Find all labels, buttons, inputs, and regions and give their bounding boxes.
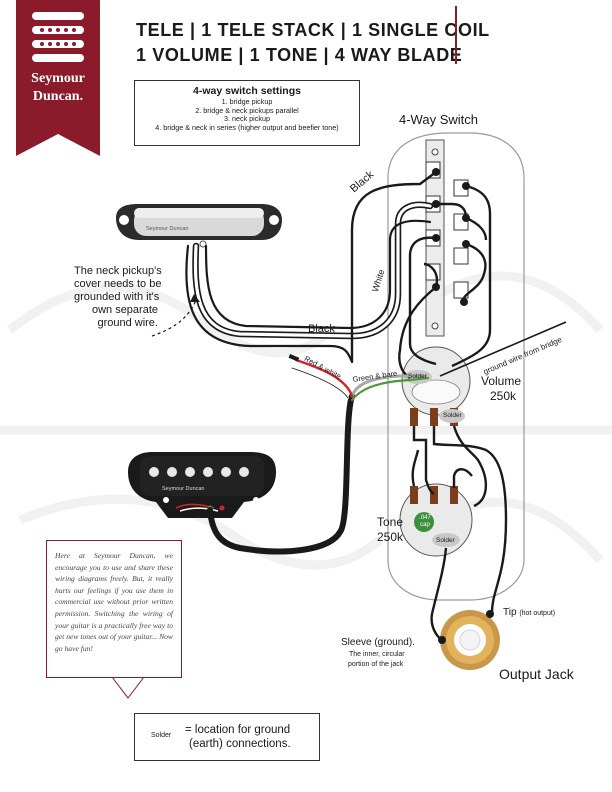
switch-settings-box: 4-way switch settings 1. bridge pickup 2… — [134, 80, 360, 146]
neck-note-line: grounded with it's — [74, 291, 160, 303]
legend-solder-label: Solder — [151, 732, 172, 739]
usage-note-bubble: Here at Seymour Duncan, we encourage you… — [46, 540, 182, 678]
settings-item: 2. bridge & neck pickups parallel — [195, 105, 299, 115]
neck-note-line: cover needs to be — [74, 278, 162, 290]
output-jack-label: Output Jack — [499, 666, 574, 682]
ground-wire-bridge — [439, 321, 567, 377]
tone-pot — [399, 483, 473, 557]
note-bubble-tail — [111, 676, 145, 699]
legend-line-2: (earth) connections. — [189, 738, 291, 750]
title-line-2: 1 VOLUME | 1 TONE | 4 WAY BLADE — [136, 45, 463, 65]
bridge-cable — [207, 354, 430, 555]
solder-point-label: Solder — [443, 412, 462, 419]
neck-ground-note: The neck pickup's cover needs to be grou… — [74, 265, 162, 330]
neck-cable — [185, 201, 434, 364]
volume-value: 250k — [490, 389, 517, 403]
settings-item: 4. bridge & neck in series (higher outpu… — [155, 122, 339, 132]
control-plate — [387, 132, 525, 601]
legend-line-1: = location for ground — [185, 724, 291, 736]
legend-text: = location for ground (earth) connection… — [185, 723, 291, 751]
solder-point-label: Solder — [436, 537, 455, 544]
settings-item: 1. bridge pickup — [221, 97, 273, 106]
tone-label: Tone — [377, 515, 404, 529]
logo-wordmark-line1: Seymour — [31, 71, 85, 86]
switch-label: 4-Way Switch — [399, 112, 478, 127]
tip-note: (hot output) — [519, 610, 556, 617]
black-wire-label-bottom: Black — [308, 323, 335, 335]
neck-note-line: own separate — [91, 304, 158, 316]
neck-note-arrow — [151, 294, 200, 337]
sleeve-note-1: The inner, circular — [349, 651, 405, 658]
bridge-pickup-brand: Seymour Duncan — [162, 486, 205, 492]
usage-note-text: Here at Seymour Duncan, we encourage you… — [55, 551, 173, 653]
control-wiring — [411, 425, 508, 641]
neck-pickup — [116, 204, 282, 248]
logo-s-icon — [32, 12, 84, 62]
output-jack — [438, 610, 500, 670]
volume-pot — [401, 346, 471, 426]
settings-item: 3. neck pickup — [224, 114, 270, 124]
title-divider — [455, 6, 457, 64]
cap-label: .047 cap — [419, 515, 431, 528]
solder-point-label: Solder — [408, 373, 427, 380]
volume-label: Volume — [481, 374, 522, 388]
settings-heading: 4-way switch settings — [193, 85, 301, 97]
sleeve-label: Sleeve (ground). — [341, 637, 415, 648]
logo-wordmark-line2: Duncan. — [33, 89, 83, 104]
neck-note-line: The neck pickup's — [74, 265, 162, 277]
seymour-duncan-logo: Seymour Duncan. — [16, 0, 100, 156]
bridge-pickup — [128, 452, 276, 518]
tip-label-text: Tip — [503, 607, 517, 618]
title-line-1: TELE | 1 TELE STACK | 1 SINGLE COIL — [136, 20, 490, 40]
neck-note-line: ground wire. — [97, 317, 158, 329]
solder-legend: Solder = location for ground (earth) con… — [134, 713, 320, 761]
tip-label: Tip (hot output) — [503, 607, 555, 618]
tone-value: 250k — [377, 530, 404, 544]
neck-pickup-brand: Seymour Duncan — [146, 226, 189, 232]
switch-black-wire — [350, 171, 492, 380]
sleeve-note-2: portion of the jack — [348, 661, 404, 668]
